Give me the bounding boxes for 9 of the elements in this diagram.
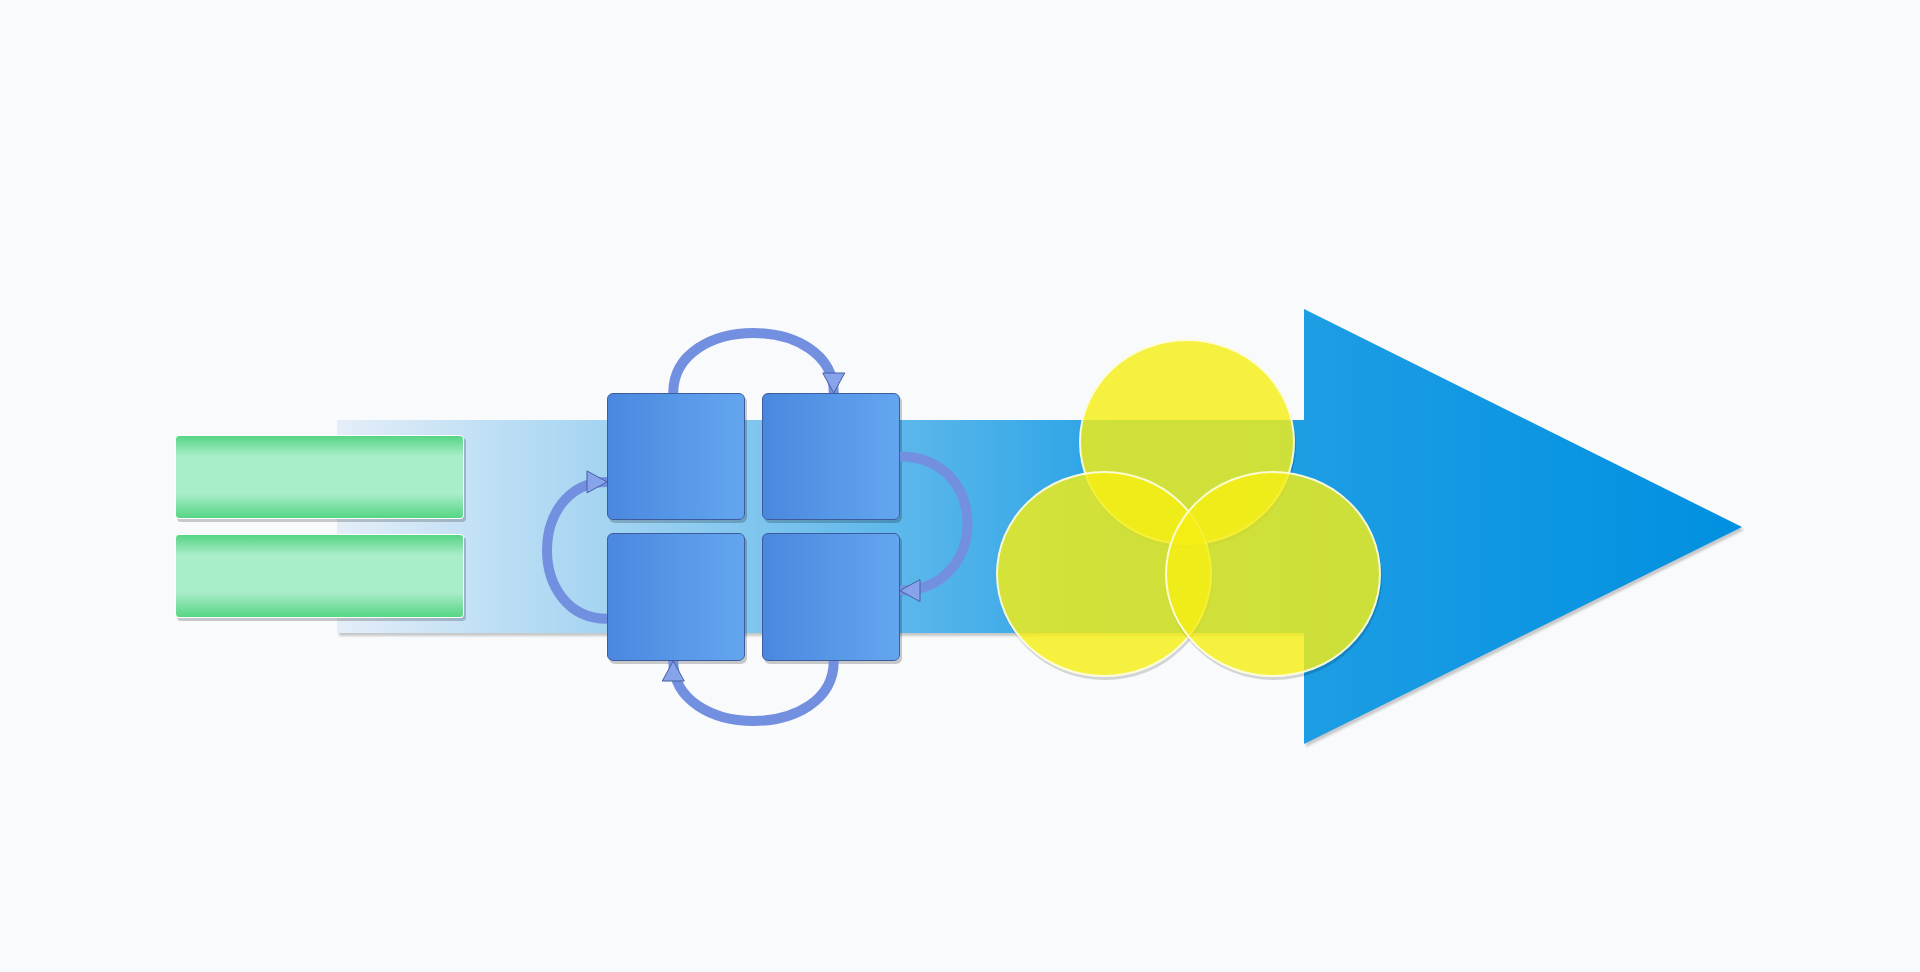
curved-arrow [899, 451, 973, 600]
square-box [762, 393, 900, 520]
square-box [607, 533, 745, 661]
bar [175, 534, 464, 618]
bar [175, 435, 464, 519]
curved-arrow [542, 473, 608, 624]
square-box [607, 393, 745, 520]
curved-arrow [668, 328, 842, 394]
square-box [762, 533, 900, 661]
